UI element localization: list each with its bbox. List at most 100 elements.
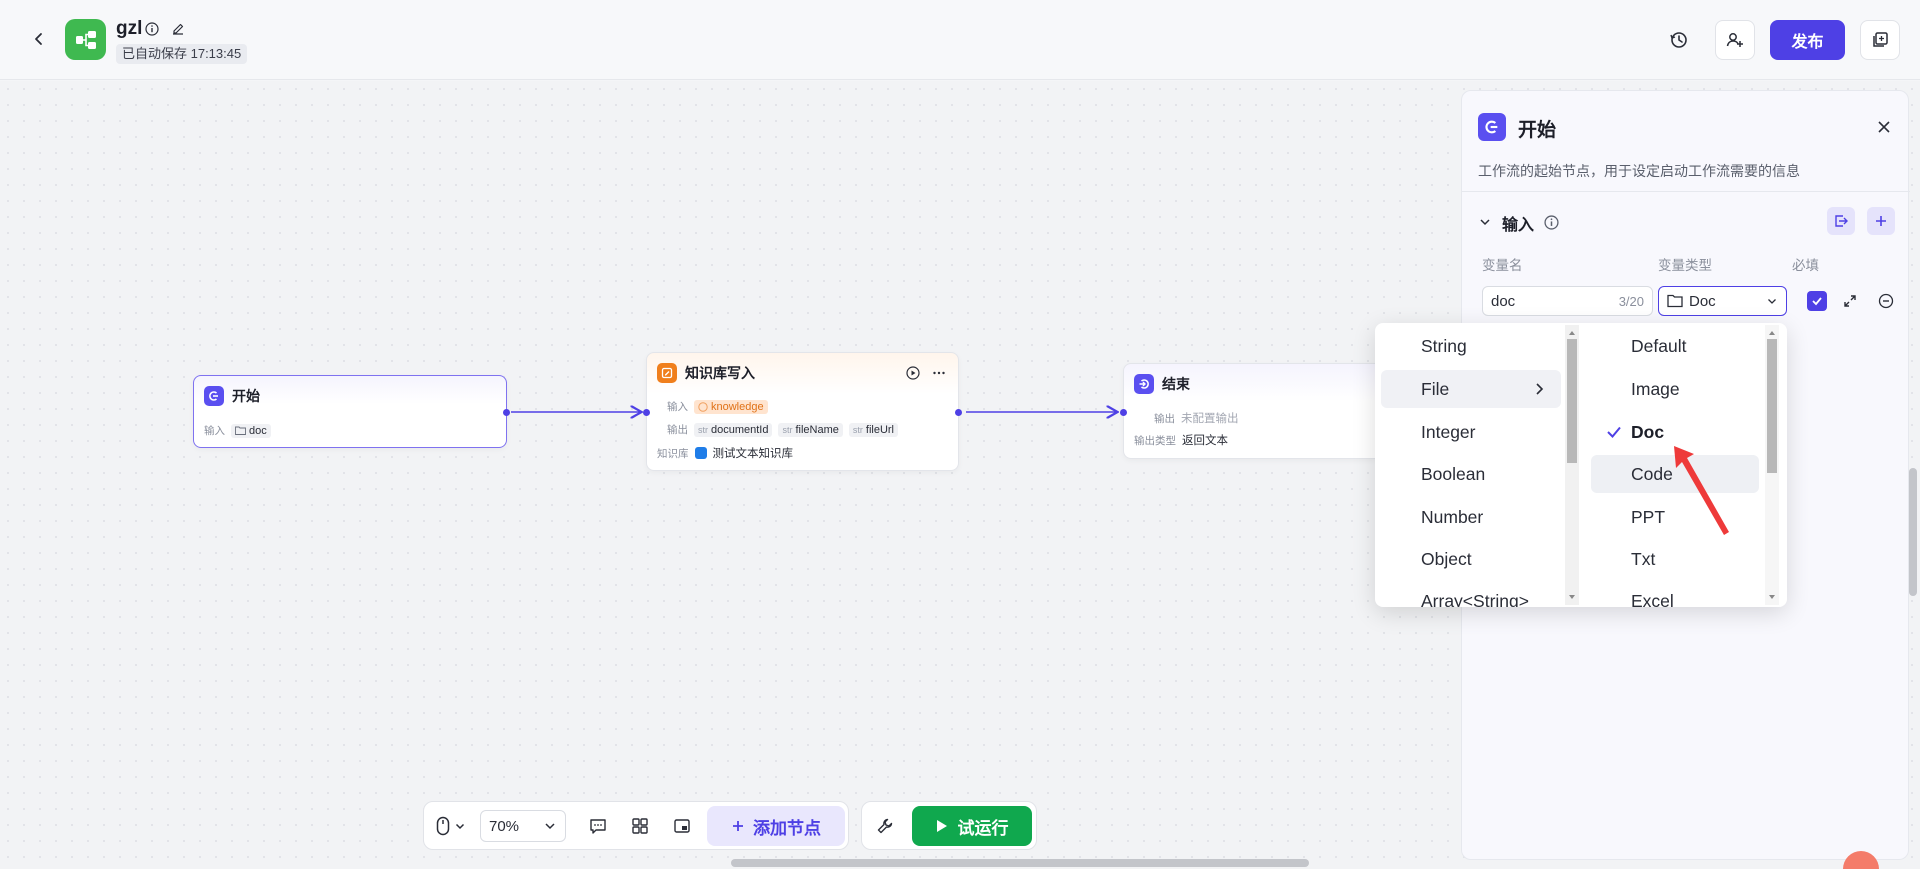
file-subtype-option[interactable]: Excel bbox=[1631, 590, 1674, 608]
type-column: String File Integer Boolean Number Objec… bbox=[1375, 323, 1571, 607]
type-option[interactable]: Integer bbox=[1421, 421, 1476, 442]
start-input-tag: doc bbox=[231, 423, 271, 438]
kb-input-label: 输入 bbox=[667, 401, 688, 413]
chevron-down-icon bbox=[1768, 299, 1776, 304]
type-option[interactable]: Array<String> bbox=[1421, 590, 1529, 608]
panel-description: 工作流的起始节点，用于设定启动工作流需要的信息 bbox=[1478, 163, 1800, 179]
input-section-title: 输入 bbox=[1502, 217, 1535, 234]
kb-output-label: 输出 bbox=[667, 424, 688, 436]
workflow-logo-icon bbox=[65, 19, 106, 60]
chevron-down-icon[interactable] bbox=[1476, 213, 1494, 231]
layout-icon[interactable] bbox=[630, 816, 650, 836]
kb-library-value: 测试文本知识库 bbox=[712, 448, 794, 460]
kb-input-port[interactable] bbox=[643, 409, 650, 416]
folder-icon bbox=[1667, 294, 1683, 308]
play-icon bbox=[936, 820, 947, 832]
chevron-right-icon bbox=[1536, 383, 1544, 395]
panel-title: 开始 bbox=[1518, 120, 1557, 141]
end-output-value: 未配置输出 bbox=[1181, 413, 1239, 425]
required-checkbox[interactable] bbox=[1807, 291, 1827, 311]
add-node-button[interactable]: 添加节点 bbox=[707, 806, 845, 846]
close-icon[interactable] bbox=[1874, 117, 1894, 137]
kb-library-icon bbox=[694, 447, 707, 459]
end-node[interactable]: 结束 输出 未配置输出 输出类型 返回文本 bbox=[1120, 363, 1383, 459]
type-option[interactable]: String bbox=[1421, 335, 1467, 356]
chevron-down-icon bbox=[455, 823, 465, 830]
top-header: gzl 已自动保存 17:13:45 发布 bbox=[0, 0, 1920, 80]
file-column-scrollbar[interactable] bbox=[1765, 325, 1779, 605]
publish-button[interactable]: 发布 bbox=[1770, 20, 1845, 60]
chevron-down-icon bbox=[545, 823, 555, 830]
plus-icon bbox=[733, 821, 743, 831]
warning-icon bbox=[698, 401, 708, 412]
comment-icon[interactable] bbox=[588, 816, 608, 836]
end-node-title: 结束 bbox=[1162, 376, 1190, 392]
kb-input-tag: knowledge bbox=[694, 399, 768, 414]
col-var-name: 变量名 bbox=[1482, 258, 1523, 273]
type-option[interactable]: Number bbox=[1421, 506, 1484, 527]
add-variable-icon[interactable] bbox=[1867, 207, 1895, 235]
mouse-icon bbox=[436, 816, 450, 836]
file-subtype-option[interactable]: Image bbox=[1631, 378, 1680, 399]
check-icon bbox=[1607, 426, 1621, 438]
panel-scrollbar[interactable] bbox=[1909, 468, 1917, 596]
file-subtype-option[interactable]: Txt bbox=[1631, 548, 1656, 569]
type-option[interactable]: Boolean bbox=[1421, 463, 1486, 484]
divider bbox=[1462, 191, 1910, 192]
wrench-icon[interactable] bbox=[875, 816, 895, 836]
import-variable-icon[interactable] bbox=[1827, 207, 1855, 235]
edge-layer bbox=[511, 81, 1920, 869]
type-option[interactable]: File bbox=[1381, 370, 1561, 408]
info-icon[interactable] bbox=[1542, 213, 1560, 231]
run-node-icon[interactable] bbox=[906, 366, 920, 383]
autosave-status: 已自动保存 17:13:45 bbox=[116, 44, 248, 64]
edit-icon[interactable] bbox=[169, 20, 187, 38]
end-input-port[interactable] bbox=[1120, 409, 1127, 416]
back-arrow-icon[interactable] bbox=[26, 26, 52, 52]
history-icon[interactable] bbox=[1666, 27, 1692, 53]
type-column-scrollbar[interactable] bbox=[1565, 325, 1579, 605]
copy-icon[interactable] bbox=[1860, 20, 1900, 60]
kb-write-node-title: 知识库写入 bbox=[685, 365, 755, 381]
minimap-icon[interactable] bbox=[672, 816, 692, 836]
expand-icon[interactable] bbox=[1840, 291, 1860, 311]
folder-icon bbox=[235, 426, 246, 435]
more-icon[interactable] bbox=[932, 366, 946, 383]
file-subtype-option[interactable]: Code bbox=[1591, 455, 1759, 493]
kb-output-port[interactable] bbox=[955, 409, 962, 416]
horizontal-scrollbar[interactable] bbox=[731, 859, 1309, 867]
end-node-icon bbox=[1134, 374, 1154, 394]
start-output-port[interactable] bbox=[503, 409, 510, 416]
end-output-label: 输出 bbox=[1154, 412, 1175, 425]
start-node-title: 开始 bbox=[232, 388, 260, 404]
type-cascader-dropdown: String File Integer Boolean Number Objec… bbox=[1375, 323, 1787, 607]
start-node-icon bbox=[204, 386, 224, 406]
file-subtype-column: Default Image Doc Code PPT Txt Excel bbox=[1587, 323, 1787, 607]
kb-write-node-icon bbox=[657, 363, 677, 383]
file-subtype-option[interactable]: Doc bbox=[1591, 413, 1759, 451]
col-required: 必填 bbox=[1792, 258, 1819, 273]
zoom-select[interactable]: 70% bbox=[480, 810, 566, 842]
file-subtype-option[interactable]: Default bbox=[1631, 335, 1687, 356]
variable-type-select[interactable]: Doc bbox=[1658, 286, 1787, 316]
col-var-type: 变量类型 bbox=[1658, 258, 1712, 273]
interaction-mode-selector[interactable] bbox=[436, 816, 466, 836]
annotation-arrow-icon bbox=[1674, 446, 1729, 535]
app-name: gzl bbox=[116, 18, 143, 39]
variable-name-input[interactable]: doc 3/20 bbox=[1482, 286, 1653, 316]
start-input-label: 输入 bbox=[204, 425, 225, 437]
type-option[interactable]: Object bbox=[1421, 548, 1472, 569]
start-node-icon bbox=[1478, 113, 1506, 141]
remove-icon[interactable] bbox=[1876, 291, 1896, 311]
start-node[interactable]: 开始 输入 doc bbox=[193, 375, 510, 448]
end-output-type-value: 返回文本 bbox=[1182, 435, 1228, 447]
file-subtype-option[interactable]: PPT bbox=[1631, 506, 1666, 527]
info-icon[interactable] bbox=[143, 20, 161, 38]
test-run-button[interactable]: 试运行 bbox=[912, 806, 1032, 846]
collaborator-icon[interactable] bbox=[1715, 20, 1755, 60]
assistant-avatar[interactable] bbox=[1843, 851, 1879, 869]
